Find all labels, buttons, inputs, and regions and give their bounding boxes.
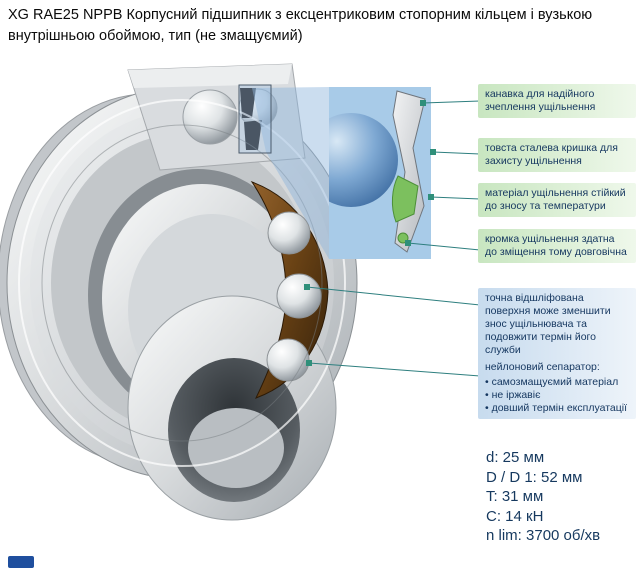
bearing-ball [267, 211, 311, 255]
seal-detail-inset [238, 84, 431, 259]
connector-line [308, 362, 481, 377]
zoom-source-frame [238, 84, 272, 154]
section-ball [182, 89, 238, 145]
connector-line [306, 286, 481, 306]
bore-inner-surface [188, 408, 284, 488]
spec-line-d: d: 25 мм [486, 449, 545, 466]
brand-logo [8, 556, 34, 568]
cutaway-section [127, 63, 306, 171]
bearing-ball [276, 273, 322, 319]
inset-ball [329, 113, 398, 207]
callout-cage-title: нейлоновий сепаратор: [485, 361, 600, 373]
seal-section-dark [244, 120, 262, 150]
face-highlight [18, 99, 346, 467]
callout-connectors [306, 100, 481, 377]
marker-square [306, 360, 312, 366]
callout-seal-groove: канавка для надійного зчеплення ущільнен… [478, 84, 636, 118]
spec-line-T: T: 31 мм [486, 488, 544, 505]
specs-block: d: 25 мм D / D 1: 52 мм T: 31 мм C: 14 к… [486, 448, 600, 546]
marker-square [430, 149, 436, 155]
bearing-ball [266, 338, 310, 382]
section-top-surface [128, 64, 292, 88]
inset-seal-green [391, 175, 419, 223]
seal-section-dark [240, 88, 256, 118]
connector-line [430, 196, 481, 200]
marker-square [405, 240, 411, 246]
callout-nylon-cage: нейлоновий сепаратор: самозмащуємий мате… [478, 357, 636, 419]
marker-square [428, 194, 434, 200]
connector-line [432, 151, 481, 155]
bearing-illustration [0, 63, 358, 521]
marker-square [304, 284, 310, 290]
page-title: XG RAE25 NPPB Корпусний підшипник з ексц… [8, 7, 593, 44]
spec-line-D: D / D 1: 52 мм [486, 468, 583, 486]
callout-ground-surface: точна відшліфована поверхня може зменшит… [478, 288, 636, 361]
callout-seal-lip: кромка ущільнення здатна до зміщення том… [478, 229, 636, 263]
spec-line-C: C: 14 кН [486, 507, 544, 525]
face-shade-line [41, 124, 323, 442]
bullet-item: не іржавіє [485, 389, 629, 402]
callout-steel-cover: товста сталева кришка для захисту ущільн… [478, 138, 636, 172]
connector-line [422, 100, 481, 104]
connector-markers [304, 100, 436, 366]
bullet-item: самозмащуємий матеріал [485, 376, 629, 389]
spec-line-nlim: n lim: 3700 об/хв [486, 527, 601, 544]
marker-square [420, 100, 426, 106]
connector-line [407, 242, 481, 251]
callout-cage-bullets: самозмащуємий матеріал не іржавіє довший… [485, 376, 629, 415]
bullet-item: довший термін експлуатації [485, 402, 629, 415]
callout-seal-material: матеріал ущільнення стійкий до зносу та … [478, 183, 636, 217]
